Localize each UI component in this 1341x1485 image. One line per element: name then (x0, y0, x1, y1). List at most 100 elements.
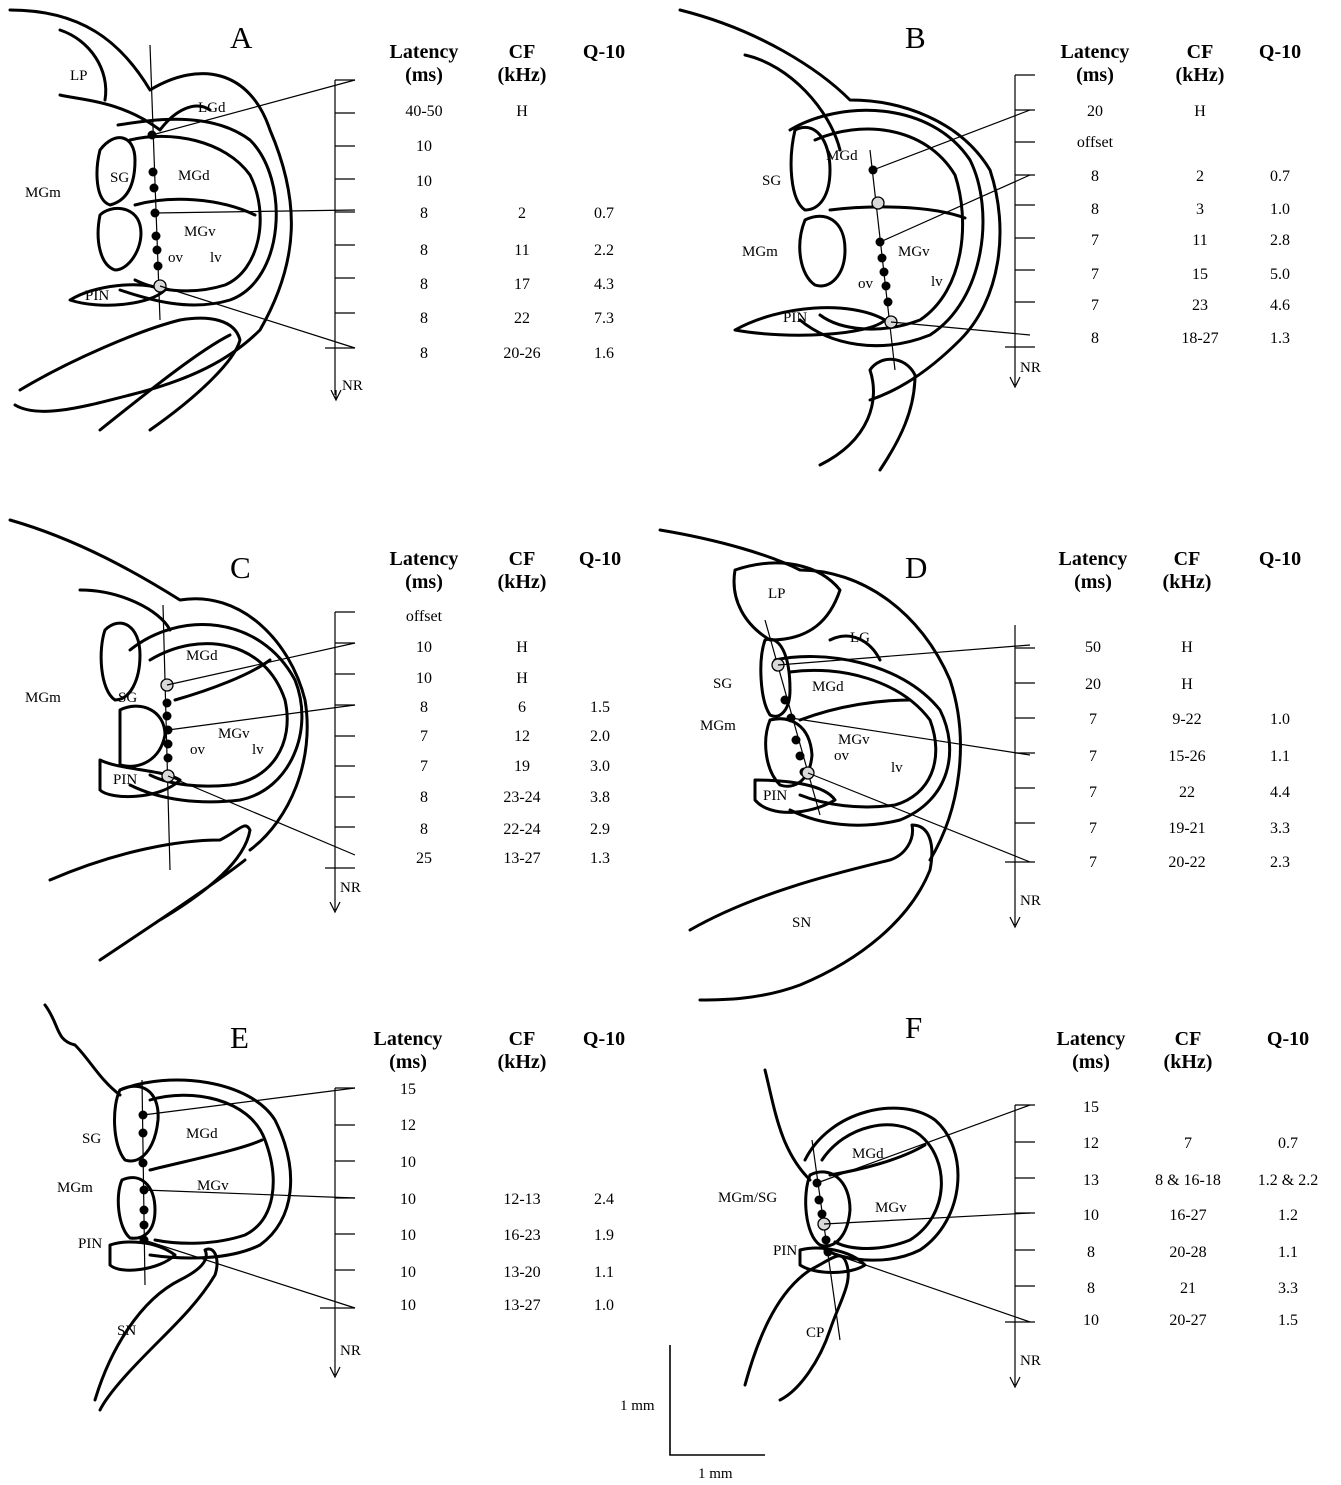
panel-a-label-mgm: MGm (25, 185, 61, 201)
panel-c-nr-label: NR (340, 880, 361, 896)
panel-d-outline-mgv-top (800, 700, 910, 720)
panel-d-label-sn: SN (792, 915, 811, 931)
panel-c-latency-cell: 10 (416, 670, 432, 687)
panel-b-letter: B (905, 20, 926, 55)
panel-f-recording-site (815, 1196, 824, 1205)
panel-b-outline-pin (735, 308, 885, 336)
panel-f-header-latency-unit: (ms) (1072, 1051, 1110, 1073)
panel-d-latency-cell: 20 (1085, 676, 1101, 693)
panel-d-depth-scale: NR (1005, 625, 1041, 927)
panel-b-cf-cell: 2 (1196, 168, 1204, 185)
scale-bar-horizontal-label: 1 mm (698, 1466, 733, 1482)
panel-c-outline-sg (101, 623, 140, 700)
panel-b-header-latency: Latency (1061, 41, 1130, 63)
panel-e-label-sg: SG (82, 1131, 101, 1147)
panel-f-cf-cell: 16-27 (1169, 1207, 1206, 1224)
panel-f-label-mgd: MGd (852, 1146, 884, 1162)
panel-b-nr-label: NR (1020, 360, 1041, 376)
panel-a-label-sg: SG (110, 170, 129, 186)
panel-b-label-lv: lv (931, 274, 943, 290)
panel-b-latency-cell: 8 (1091, 330, 1099, 347)
panel-e-recording-site (140, 1221, 149, 1230)
panel-b-cf-cell: 15 (1192, 266, 1208, 283)
panel-f-outline-lower (745, 1256, 848, 1400)
panel-c-cf-cell: 23-24 (503, 789, 540, 806)
panel-f-header-latency: Latency (1057, 1028, 1126, 1050)
panel-c-depth-scale: NR (325, 612, 361, 912)
panel-f-latency-cell: 10 (1083, 1312, 1099, 1329)
panel-c-header-cf-unit: (kHz) (498, 571, 547, 593)
panel-d-label-lg: LG (850, 630, 870, 646)
panel-f-header-cf-unit: (kHz) (1164, 1051, 1213, 1073)
panel-d-label-ov: ov (834, 748, 850, 764)
panel-a-depth-scale: NR (325, 80, 363, 400)
panel-a-cf-cell: 2 (518, 205, 526, 222)
panel-a-recording-site (152, 232, 161, 241)
panel-e-q10-cell: 1.9 (594, 1227, 614, 1244)
panel-e-outline-sg (115, 1086, 159, 1161)
panel-e-outline-skull (45, 1005, 120, 1095)
panel-e-cf-cell: 16-23 (503, 1227, 540, 1244)
panel-e-outline-mgm (118, 1178, 155, 1239)
panel-f: F MGd MGm/SG MGv PIN CP NR (718, 1010, 1041, 1400)
panel-b-outline-mg-outer (790, 110, 983, 345)
panel-b-latency-cell: offset (1077, 134, 1114, 151)
panel-b-label-pin: PIN (783, 310, 807, 326)
panel-d-letter: D (905, 550, 927, 585)
panel-d-recording-site (792, 736, 801, 745)
panel-f-recording-site (818, 1210, 827, 1219)
panel-e-header-cf-unit: (kHz) (498, 1051, 547, 1073)
panel-b-lesion-marker (872, 197, 884, 209)
panel-f-q10-cell: 1.5 (1278, 1312, 1298, 1329)
panel-d-cf-cell: 15-26 (1168, 748, 1205, 765)
panel-a-label-lp: LP (70, 68, 88, 84)
panel-a-outline-mgm (98, 208, 141, 270)
panel-a-latency-cell: 8 (420, 205, 428, 222)
panel-a-header-latency-unit: (ms) (405, 64, 443, 86)
panel-a-header-cf-unit: (kHz) (498, 64, 547, 86)
panel-f-header-cf: CF (1175, 1028, 1202, 1050)
panel-b-header-cf-unit: (kHz) (1176, 64, 1225, 86)
panel-b-outline-mgm (800, 216, 845, 286)
panel-b-cf-cell: 11 (1192, 232, 1207, 249)
panel-b-latency-cell: 7 (1091, 297, 1099, 314)
panel-a-label-pin: PIN (85, 288, 109, 304)
panel-a-header-q10: Q-10 (583, 41, 625, 63)
panel-a-cf-cell: 17 (514, 276, 530, 293)
panel-a-cf-cell: 20-26 (503, 345, 540, 362)
panel-c-label-ov: ov (190, 742, 206, 758)
panel-c-cf-cell: 13-27 (503, 850, 540, 867)
panel-a-cf-cell: 22 (514, 310, 530, 327)
panel-e-latency-cell: 10 (400, 1264, 416, 1281)
panel-b-recording-site (880, 268, 889, 277)
panel-a-header-cf: CF (509, 41, 536, 63)
panel-b-header-latency-unit: (ms) (1076, 64, 1114, 86)
panel-d-label-mgv: MGv (838, 732, 870, 748)
panel-c-header-latency-unit: (ms) (405, 571, 443, 593)
panel-d-header-latency-unit: (ms) (1074, 571, 1112, 593)
panel-e: E SG MGd MGm MGv PIN SN NR (45, 1005, 361, 1410)
panel-a-latency-cell: 40-50 (405, 103, 442, 120)
panel-d-cf-cell: 20-22 (1168, 854, 1205, 871)
panel-a-latency-cell: 10 (416, 173, 432, 190)
panel-c-recording-site (163, 712, 172, 721)
panel-a-nr-label: NR (342, 378, 363, 394)
panel-d-header-cf: CF (1174, 548, 1201, 570)
panel-e-header-latency: Latency (374, 1028, 443, 1050)
panel-b-projection-lines (873, 110, 1030, 335)
panel-b-latency-cell: 7 (1091, 232, 1099, 249)
panel-d-q10-cell: 3.3 (1270, 820, 1290, 837)
panel-c-label-mgv: MGv (218, 726, 250, 742)
panel-b-cf-cell: H (1194, 103, 1206, 120)
panel-c-q10-cell: 2.0 (590, 728, 610, 745)
panel-d-latency-cell: 7 (1089, 854, 1097, 871)
panel-c-label-lv: lv (252, 742, 264, 758)
panel-f-header-q10: Q-10 (1267, 1028, 1309, 1050)
panel-c-latency-cell: 8 (420, 789, 428, 806)
panel-a-cf-cell: H (516, 103, 528, 120)
panel-d-q10-cell: 1.0 (1270, 711, 1290, 728)
panel-a-latency-cell: 8 (420, 242, 428, 259)
panel-c: C MGd MGm SG MGv ov lv PIN NR (10, 520, 361, 960)
panel-d-header-q10: Q-10 (1259, 548, 1301, 570)
